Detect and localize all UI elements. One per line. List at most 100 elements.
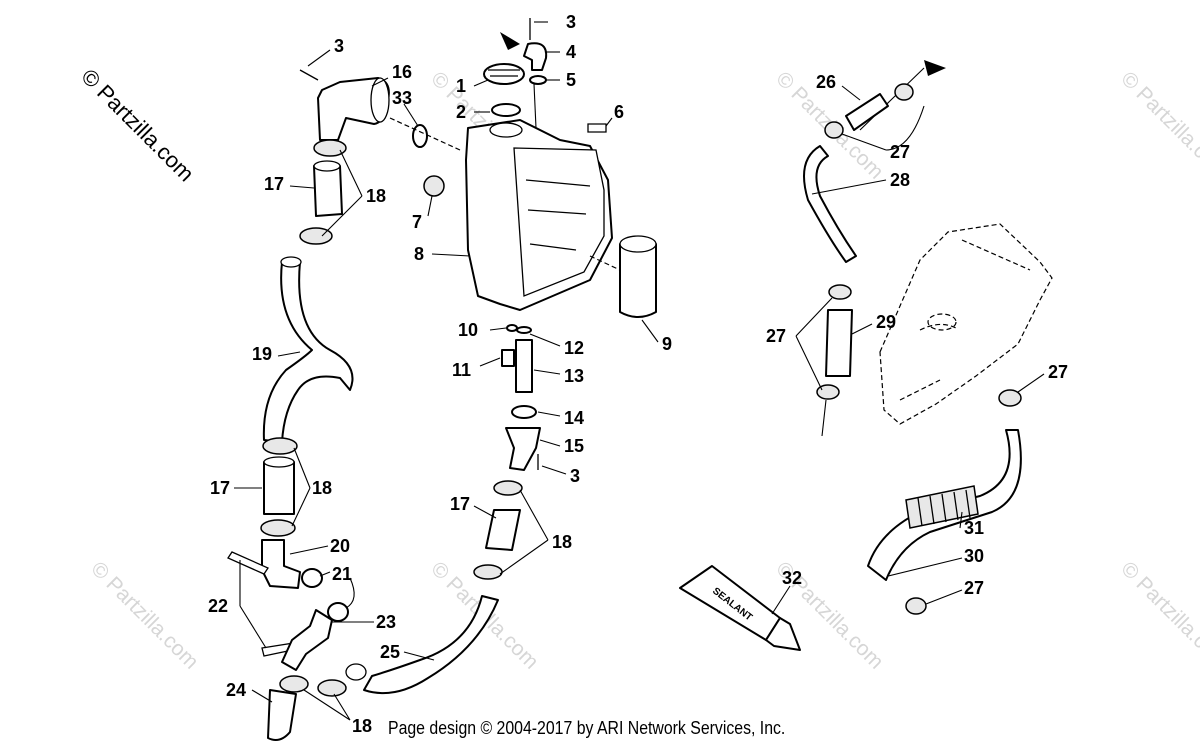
lead-19 bbox=[277, 351, 301, 357]
lead-1 bbox=[473, 79, 489, 87]
clamp-27-right bbox=[998, 389, 1022, 407]
hose-28 bbox=[803, 145, 857, 263]
lead-17c bbox=[473, 505, 497, 519]
engine-fill-neck bbox=[927, 313, 957, 331]
callout-8: 8 bbox=[414, 244, 424, 264]
grommet-7 bbox=[423, 175, 445, 197]
hose-19 bbox=[262, 261, 354, 443]
lead-11 bbox=[479, 357, 501, 367]
lead-12 bbox=[529, 333, 561, 347]
lead-7 bbox=[427, 195, 433, 217]
bolt-22-upper bbox=[227, 551, 269, 575]
hose-sleeve-29 bbox=[825, 309, 853, 377]
callout-18c: 18 bbox=[352, 716, 372, 736]
lead-9 bbox=[641, 319, 659, 343]
callout-28: 28 bbox=[890, 170, 910, 190]
lead-14 bbox=[537, 411, 561, 417]
callout-27a: 27 bbox=[890, 142, 910, 162]
lead-24 bbox=[251, 689, 273, 703]
callout-13: 13 bbox=[564, 366, 584, 386]
axis-line-16 bbox=[389, 117, 461, 151]
axis-line-29 bbox=[821, 399, 827, 437]
callout-10: 10 bbox=[458, 320, 478, 340]
watermark-faint-4: © Partzilla.com bbox=[86, 557, 202, 673]
callout-3-left: 3 bbox=[334, 36, 344, 56]
oil-tank-8-neck bbox=[489, 122, 523, 138]
lead-3-left bbox=[307, 49, 331, 67]
callout-31: 31 bbox=[964, 518, 984, 538]
clamp-18-upper-b bbox=[299, 227, 333, 245]
lead-26 bbox=[841, 85, 861, 101]
lead-27a bbox=[841, 105, 925, 151]
callout-33: 33 bbox=[392, 88, 412, 108]
lead-28 bbox=[811, 179, 887, 195]
clamp-18-lower-b bbox=[317, 679, 347, 697]
lead-18b bbox=[291, 447, 311, 527]
lead-22 bbox=[239, 560, 267, 649]
watermark-faint-7: © Partzilla.com bbox=[1116, 557, 1200, 673]
callout-14: 14 bbox=[564, 408, 584, 428]
screw-3-left bbox=[299, 69, 319, 81]
lead-18c bbox=[303, 689, 351, 721]
hose-sleeve-17-upper-end bbox=[313, 160, 341, 172]
callout-17c: 17 bbox=[450, 494, 470, 514]
hose-sleeve-17-upper bbox=[313, 165, 343, 217]
callout-21: 21 bbox=[332, 564, 352, 584]
elbow-fitting-4 bbox=[523, 42, 548, 71]
callout-22: 22 bbox=[208, 596, 228, 616]
lead-10 bbox=[489, 327, 507, 331]
copyright-footer: Page design © 2004-2017 by ARI Network S… bbox=[388, 718, 786, 738]
lead-16 bbox=[371, 77, 389, 87]
clamp-18-mid-b bbox=[260, 519, 296, 537]
callout-numbers: 3 16 33 17 18 19 17 18 20 21 22 23 25 24… bbox=[208, 12, 1068, 736]
clamp-18-mid-a bbox=[262, 437, 298, 455]
arrow-lead-right bbox=[859, 67, 925, 131]
callout-20: 20 bbox=[330, 536, 350, 556]
callout-17a: 17 bbox=[264, 174, 284, 194]
filter-screen-9 bbox=[619, 243, 657, 318]
lead-6 bbox=[605, 117, 613, 127]
outlet-elbow-15 bbox=[505, 427, 541, 471]
callout-25: 25 bbox=[380, 642, 400, 662]
hose-25 bbox=[363, 595, 499, 695]
callout-5: 5 bbox=[566, 70, 576, 90]
callout-18d: 18 bbox=[552, 532, 572, 552]
callout-3-mid: 3 bbox=[570, 466, 580, 486]
callout-15: 15 bbox=[564, 436, 584, 456]
engine-outline-detail bbox=[899, 239, 1031, 401]
sealant-tube-32-nozzle bbox=[765, 617, 801, 651]
lead-21 bbox=[319, 571, 355, 609]
pickup-tube-13 bbox=[515, 339, 533, 393]
callout-12: 12 bbox=[564, 338, 584, 358]
leader-lines bbox=[234, 21, 1045, 721]
clamp-27-top-a bbox=[894, 83, 914, 101]
filler-cap-1-ribs bbox=[488, 69, 520, 77]
lead-27b bbox=[795, 297, 833, 391]
left-hose-assembly bbox=[227, 69, 461, 741]
lead-32 bbox=[771, 585, 791, 615]
lead-20 bbox=[289, 545, 329, 555]
direction-arrow-top bbox=[500, 32, 520, 50]
bellows-hose-31-ribs bbox=[917, 489, 971, 527]
lead-30 bbox=[887, 557, 963, 577]
callout-3-top: 3 bbox=[566, 12, 576, 32]
callout-32: 32 bbox=[782, 568, 802, 588]
callout-9: 9 bbox=[662, 334, 672, 354]
callout-19: 19 bbox=[252, 344, 272, 364]
callout-2: 2 bbox=[456, 102, 466, 122]
lead-18d bbox=[499, 489, 549, 575]
clamp-18-center-b bbox=[473, 564, 503, 580]
callout-27b: 27 bbox=[766, 326, 786, 346]
washer-12 bbox=[516, 326, 532, 334]
callout-16: 16 bbox=[392, 62, 412, 82]
o-ring-33 bbox=[412, 124, 428, 148]
screw-3-top-axis bbox=[533, 83, 537, 129]
callout-29: 29 bbox=[876, 312, 896, 332]
callout-1: 1 bbox=[456, 76, 466, 96]
elbow-fitting-16-opening bbox=[370, 77, 390, 123]
center-tank-assembly bbox=[345, 18, 657, 695]
lead-18a bbox=[321, 149, 363, 237]
screw-6 bbox=[587, 123, 607, 133]
lead-8 bbox=[431, 253, 471, 257]
callout-4: 4 bbox=[566, 42, 576, 62]
